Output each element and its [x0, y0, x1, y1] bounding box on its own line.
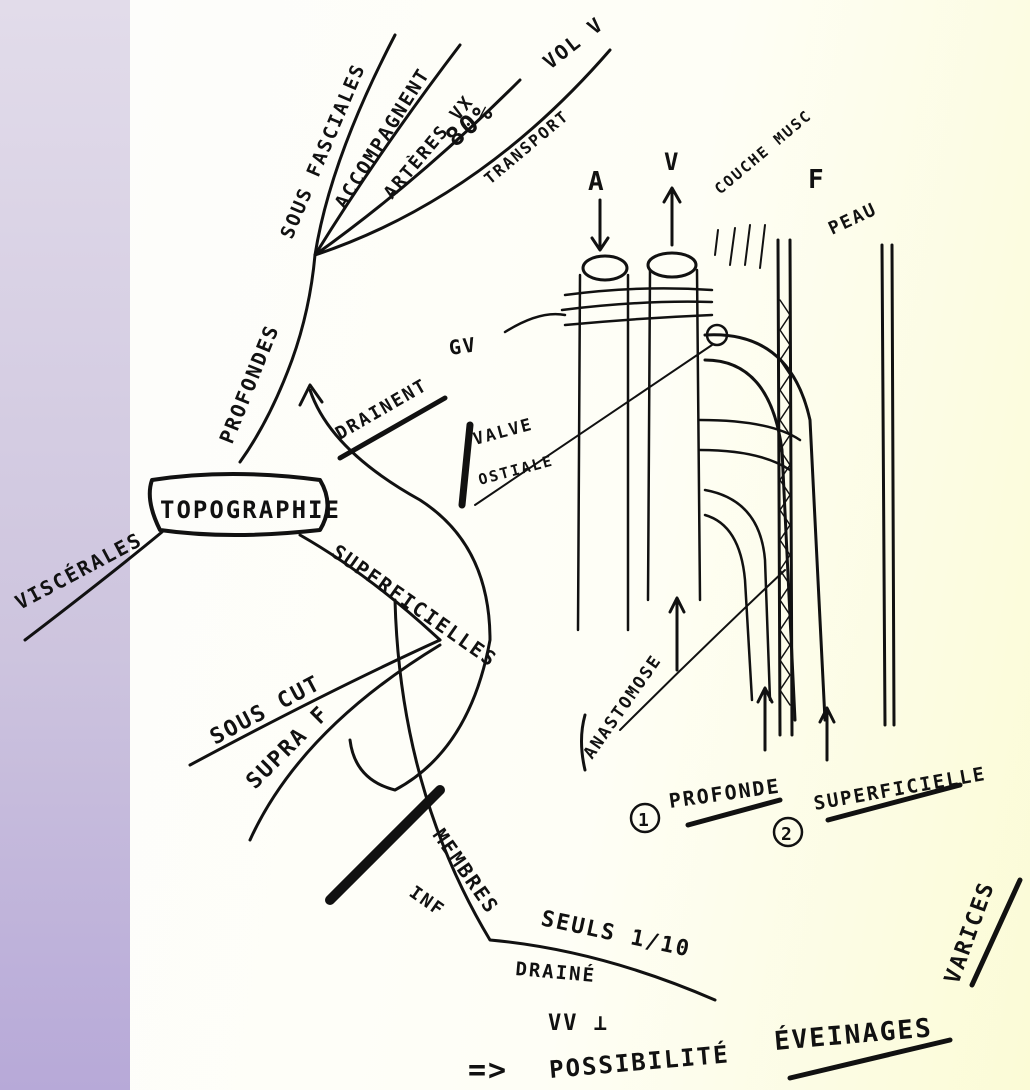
- membres-thick-mark: [330, 790, 440, 900]
- sheath-band: [562, 288, 712, 325]
- fascia-label: F: [808, 165, 826, 195]
- vv-label: VV ⊥: [548, 1011, 609, 1036]
- anastomose-label: ANASTOMOSE: [580, 651, 667, 763]
- implication-arrow: =>: [468, 1053, 508, 1088]
- inf-label: INF: [405, 882, 449, 921]
- possibilite-label: POSSIBILITÉ: [548, 1039, 731, 1084]
- vessel-walls: [578, 270, 700, 630]
- percent-label: 80%: [440, 96, 500, 153]
- flow-up-arrow-3-icon: [820, 708, 834, 760]
- artery-lumen: [583, 256, 627, 280]
- profondes-label: PROFONDES: [214, 321, 284, 447]
- flow-up-arrow-2-icon: [758, 688, 772, 750]
- gv-label: GV: [447, 332, 478, 360]
- topographie-label: TOPOGRAPHIE: [160, 496, 341, 524]
- vein-lumen: [648, 253, 696, 277]
- flow-up-arrow-1-icon: [670, 598, 684, 670]
- muscle-hatching: [715, 225, 765, 268]
- artery-down-arrow-icon: [592, 200, 608, 250]
- legend-profonde-label: PROFONDE: [667, 774, 782, 813]
- vein-label: V: [664, 148, 680, 176]
- anastomose-bracket: [582, 715, 586, 770]
- valve-label: VALVE: [471, 415, 535, 450]
- skin-lines: [882, 245, 894, 725]
- skin-label: PEAU: [825, 199, 880, 240]
- gv-pointer: [505, 314, 565, 332]
- viscerales-label: VISCÉRALES: [11, 527, 146, 614]
- legend-1-number: 1: [638, 810, 651, 831]
- varices-label: VARICES: [940, 878, 1000, 987]
- draine-label: DRAINÉ: [515, 957, 597, 987]
- vein-up-arrow-icon: [664, 188, 680, 245]
- artery-label: A: [588, 167, 606, 197]
- legend-2-number: 2: [781, 824, 794, 845]
- superficial-vein-arch: [705, 335, 825, 720]
- anastomose-pointer: [620, 570, 785, 730]
- legend-superficielle-label: SUPERFICIELLE: [812, 763, 988, 815]
- deep-vein-branch: [705, 490, 770, 700]
- muscle-layer-label: COUCHE MUSC: [711, 106, 816, 198]
- ostiale-label: OSTIALE: [476, 451, 555, 488]
- seuls-label: SEULS 1/10: [539, 906, 693, 962]
- valve-bracket: [462, 425, 470, 505]
